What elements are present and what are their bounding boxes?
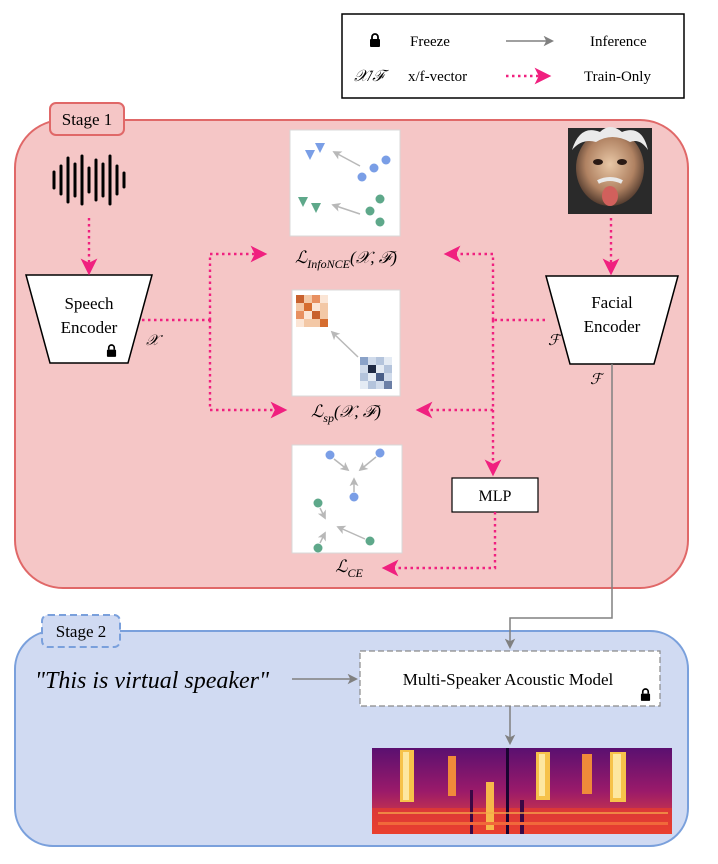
mlp-to-ce-arrow [381,512,497,577]
stage2-tag [41,614,121,648]
speech-encoder: Speech Encoder [25,274,153,364]
stage1-label: Stage 1 [62,110,113,129]
x-to-sp-arrow [208,320,288,419]
mlp-label: MLP [479,488,512,505]
inference-arrows [292,364,613,746]
legend-vector-symbol: 𝒳/ℱ [354,68,389,85]
facial-encoder-line1: Facial [591,293,633,312]
loss-sp-label: ℒsp(𝒳, ℱ) [311,402,381,425]
loss-infonce-main: ℒ [295,248,308,267]
waveform-icon [52,154,126,206]
orange-matrix [296,295,328,327]
acoustic-model-box: Multi-Speaker Acoustic Model [359,650,661,707]
loss-infonce-label: ℒInfoNCE(𝒳, ℱ) [295,248,397,271]
blue-matrix [360,357,392,389]
f-vector-symbol: ℱ [548,333,563,349]
train-only-arrows [80,218,620,577]
face-photo [568,127,652,214]
loss-infonce-sub: InfoNCE [306,257,350,271]
loss-sp-args: (𝒳, ℱ) [334,402,381,421]
acoustic-model-label: Multi-Speaker Acoustic Model [403,670,614,689]
x-vector-symbol: 𝒳 [146,333,163,349]
speech-encoder-line2: Encoder [61,318,118,337]
facial-encoder: Facial Encoder [545,275,679,365]
infonce-illustration [289,129,401,237]
legend-train-only-label: Train-Only [584,69,651,85]
facial-encoder-line2: Encoder [584,317,641,336]
f-to-infonce-arrow [443,245,495,320]
stage1-tag [49,102,125,136]
legend-freeze-label: Freeze [410,34,450,50]
stage2-label: Stage 2 [56,622,107,641]
legend-box [341,13,685,99]
f-vector-symbol-output: ℱ [590,372,605,388]
loss-sp-sub: sp [323,411,334,425]
legend-vector-label: x/f-vector [408,69,467,85]
loss-ce-main: ℒ [335,557,348,576]
loss-ce-label: ℒCE [335,557,363,580]
loss-sp-main: ℒ [311,402,324,421]
speech-encoder-line1: Speech [64,294,114,313]
legend-inference-label: Inference [590,34,647,50]
loss-infonce-args: (𝒳, ℱ) [350,248,397,267]
text-input: "This is virtual speaker" [35,668,270,694]
similarity-illustration [291,289,401,397]
legend: Freeze Inference 𝒳/ℱ x/f-vector Train-On… [341,13,685,99]
spectrogram [372,748,672,834]
loss-ce-sub: CE [347,566,363,580]
f-to-model-arrow [504,364,613,650]
x-to-infonce-arrow [208,245,268,320]
ce-illustration [291,444,403,554]
mlp-box: MLP [451,477,539,513]
